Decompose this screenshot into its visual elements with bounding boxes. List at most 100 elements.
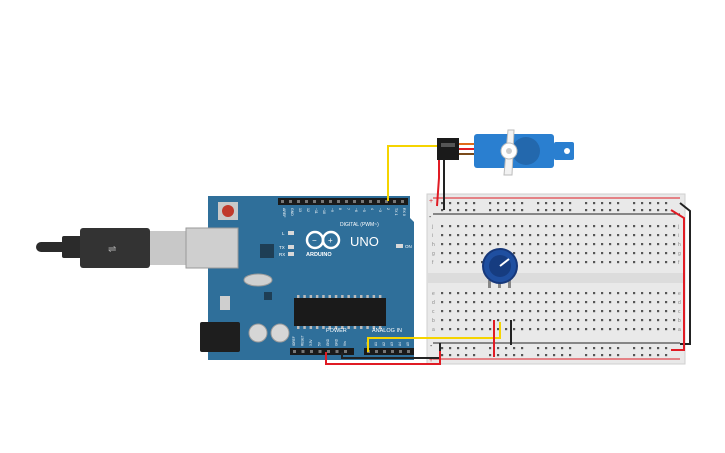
breadboard-hole[interactable] bbox=[673, 243, 676, 246]
breadboard-hole[interactable] bbox=[529, 292, 532, 295]
breadboard-hole[interactable] bbox=[529, 310, 532, 313]
breadboard-hole[interactable] bbox=[593, 328, 596, 331]
breadboard-hole[interactable] bbox=[593, 234, 596, 237]
breadboard-hole[interactable] bbox=[633, 243, 636, 246]
rail-hole[interactable] bbox=[561, 347, 564, 350]
breadboard-hole[interactable] bbox=[513, 234, 516, 237]
breadboard-hole[interactable] bbox=[473, 301, 476, 304]
breadboard-hole[interactable] bbox=[593, 301, 596, 304]
breadboard-hole[interactable] bbox=[577, 252, 580, 255]
breadboard-hole[interactable] bbox=[633, 234, 636, 237]
breadboard-hole[interactable] bbox=[545, 261, 548, 264]
breadboard-hole[interactable] bbox=[481, 225, 484, 228]
breadboard-hole[interactable] bbox=[625, 225, 628, 228]
rail-hole[interactable] bbox=[665, 209, 668, 212]
breadboard-hole[interactable] bbox=[593, 292, 596, 295]
breadboard-hole[interactable] bbox=[657, 243, 660, 246]
breadboard-hole[interactable] bbox=[633, 301, 636, 304]
breadboard-hole[interactable] bbox=[577, 234, 580, 237]
breadboard-hole[interactable] bbox=[561, 234, 564, 237]
breadboard-hole[interactable] bbox=[513, 225, 516, 228]
breadboard-hole[interactable] bbox=[577, 243, 580, 246]
breadboard-hole[interactable] bbox=[529, 261, 532, 264]
breadboard-hole[interactable] bbox=[641, 234, 644, 237]
rail-hole[interactable] bbox=[505, 202, 508, 205]
breadboard-hole[interactable] bbox=[473, 234, 476, 237]
breadboard-hole[interactable] bbox=[609, 328, 612, 331]
rail-hole[interactable] bbox=[649, 209, 652, 212]
rail-hole[interactable] bbox=[545, 202, 548, 205]
power-pin[interactable] bbox=[293, 350, 296, 353]
breadboard-hole[interactable] bbox=[649, 301, 652, 304]
breadboard-hole[interactable] bbox=[473, 261, 476, 264]
rail-hole[interactable] bbox=[601, 347, 604, 350]
breadboard-hole[interactable] bbox=[521, 261, 524, 264]
breadboard-hole[interactable] bbox=[457, 319, 460, 322]
breadboard-hole[interactable] bbox=[481, 328, 484, 331]
breadboard-hole[interactable] bbox=[673, 301, 676, 304]
breadboard-hole[interactable] bbox=[649, 252, 652, 255]
breadboard-hole[interactable] bbox=[457, 301, 460, 304]
rail-hole[interactable] bbox=[441, 354, 444, 357]
breadboard-hole[interactable] bbox=[481, 310, 484, 313]
breadboard-hole[interactable] bbox=[641, 225, 644, 228]
breadboard-hole[interactable] bbox=[617, 243, 620, 246]
breadboard-hole[interactable] bbox=[657, 225, 660, 228]
rail-hole[interactable] bbox=[489, 354, 492, 357]
breadboard-hole[interactable] bbox=[545, 252, 548, 255]
breadboard-hole[interactable] bbox=[561, 243, 564, 246]
breadboard-hole[interactable] bbox=[489, 319, 492, 322]
breadboard-hole[interactable] bbox=[569, 319, 572, 322]
breadboard-hole[interactable] bbox=[449, 292, 452, 295]
breadboard-hole[interactable] bbox=[657, 292, 660, 295]
breadboard-hole[interactable] bbox=[625, 328, 628, 331]
breadboard-hole[interactable] bbox=[441, 319, 444, 322]
power-pin[interactable] bbox=[335, 350, 339, 353]
breadboard-hole[interactable] bbox=[649, 261, 652, 264]
breadboard-hole[interactable] bbox=[473, 292, 476, 295]
breadboard-hole[interactable] bbox=[673, 310, 676, 313]
breadboard-hole[interactable] bbox=[449, 310, 452, 313]
breadboard-hole[interactable] bbox=[553, 252, 556, 255]
breadboard-hole[interactable] bbox=[561, 328, 564, 331]
breadboard-hole[interactable] bbox=[585, 234, 588, 237]
breadboard-hole[interactable] bbox=[625, 301, 628, 304]
breadboard-hole[interactable] bbox=[449, 319, 452, 322]
breadboard-hole[interactable] bbox=[569, 301, 572, 304]
breadboard-hole[interactable] bbox=[465, 234, 468, 237]
breadboard-hole[interactable] bbox=[601, 234, 604, 237]
rail-hole[interactable] bbox=[641, 347, 644, 350]
breadboard-hole[interactable] bbox=[465, 292, 468, 295]
rail-hole[interactable] bbox=[569, 347, 572, 350]
breadboard-hole[interactable] bbox=[545, 234, 548, 237]
breadboard-hole[interactable] bbox=[529, 225, 532, 228]
breadboard-hole[interactable] bbox=[601, 252, 604, 255]
breadboard-hole[interactable] bbox=[521, 328, 524, 331]
rail-hole[interactable] bbox=[553, 347, 556, 350]
breadboard-hole[interactable] bbox=[489, 292, 492, 295]
breadboard-hole[interactable] bbox=[657, 310, 660, 313]
breadboard-hole[interactable] bbox=[553, 243, 556, 246]
digital-pin[interactable] bbox=[369, 200, 372, 203]
rail-hole[interactable] bbox=[457, 347, 460, 350]
breadboard-hole[interactable] bbox=[545, 328, 548, 331]
rail-hole[interactable] bbox=[633, 202, 636, 205]
breadboard-hole[interactable] bbox=[513, 243, 516, 246]
breadboard-hole[interactable] bbox=[585, 243, 588, 246]
rail-hole[interactable] bbox=[593, 354, 596, 357]
rail-hole[interactable] bbox=[585, 354, 588, 357]
breadboard-hole[interactable] bbox=[441, 310, 444, 313]
breadboard-hole[interactable] bbox=[537, 225, 540, 228]
breadboard-hole[interactable] bbox=[585, 301, 588, 304]
rail-hole[interactable] bbox=[537, 347, 540, 350]
breadboard-hole[interactable] bbox=[481, 261, 484, 264]
breadboard-hole[interactable] bbox=[449, 252, 452, 255]
rail-hole[interactable] bbox=[585, 209, 588, 212]
breadboard-hole[interactable] bbox=[601, 328, 604, 331]
breadboard-hole[interactable] bbox=[569, 292, 572, 295]
rail-hole[interactable] bbox=[617, 347, 620, 350]
breadboard-hole[interactable] bbox=[521, 252, 524, 255]
breadboard-hole[interactable] bbox=[641, 243, 644, 246]
breadboard-hole[interactable] bbox=[633, 328, 636, 331]
